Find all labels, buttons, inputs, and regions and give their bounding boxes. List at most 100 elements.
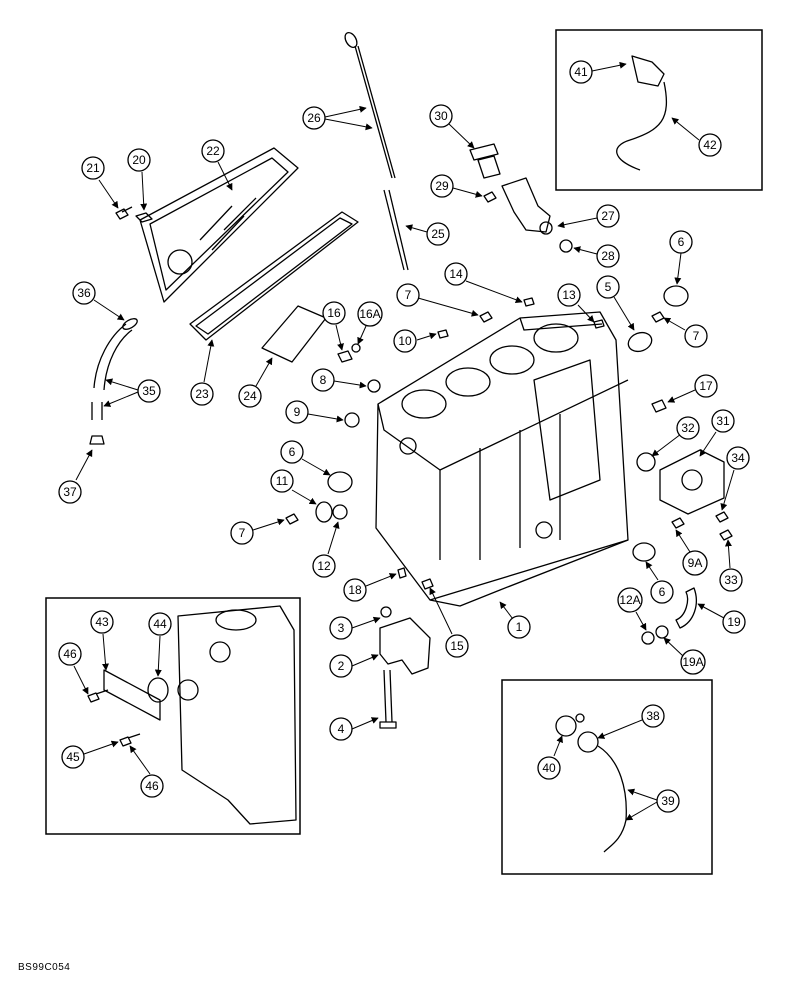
callout-14-label: 14 [449, 267, 463, 281]
o-ring-12-part [332, 504, 348, 520]
callout-17: 17 [667, 374, 718, 403]
bolt-34-part [715, 511, 729, 523]
filler-elbow-part [501, 177, 553, 235]
callout-38-label: 38 [646, 709, 660, 723]
callout-33: 33 [719, 539, 743, 592]
o-ring-40-part [555, 715, 577, 737]
callout-9a-label: 9A [688, 556, 703, 570]
callout-45-label: 45 [66, 750, 80, 764]
callout-33-label: 33 [724, 573, 738, 587]
callout-37: 37 [58, 449, 93, 504]
callout-43: 43 [90, 610, 114, 671]
callout-43-label: 43 [95, 615, 109, 629]
bearing-cap-part [379, 617, 431, 675]
inset-box-cover-43-46 [45, 597, 301, 835]
valve-cover-gasket-part [189, 211, 359, 341]
callout-28-label: 28 [601, 249, 615, 263]
callout-46-upper: 46 [58, 642, 89, 695]
callout-34-label: 34 [731, 451, 745, 465]
callout-6-left-label: 6 [289, 445, 296, 459]
callout-22: 22 [201, 139, 233, 191]
callout-6-bottom-label: 6 [659, 585, 666, 599]
callout-18: 18 [343, 573, 397, 602]
expansion-plug-6-top-part [663, 285, 689, 307]
plug-15-part [421, 578, 434, 590]
callout-12: 12 [312, 521, 340, 578]
callout-27: 27 [557, 204, 620, 229]
callout-31-label: 31 [716, 414, 730, 428]
plug-14-part [523, 297, 535, 307]
elbow-seal-part [559, 239, 573, 253]
breather-plate-part [261, 305, 327, 363]
callout-7-right-label: 7 [693, 329, 700, 343]
callout-16a-label: 16A [359, 307, 380, 321]
callout-44: 44 [148, 612, 172, 677]
callout-15: 15 [429, 587, 469, 658]
callout-46-lower: 46 [129, 745, 164, 798]
block-heater-41-part [616, 55, 668, 171]
oil-filler-part [469, 143, 501, 179]
callout-2-label: 2 [338, 659, 345, 673]
callout-30: 30 [429, 104, 475, 149]
callout-46-upper-label: 46 [63, 647, 77, 661]
callout-29: 29 [430, 174, 483, 198]
callout-1-label: 1 [516, 620, 523, 634]
callout-16-label: 16 [327, 306, 341, 320]
callout-40: 40 [537, 735, 563, 780]
inset-box-heater-38-40 [501, 679, 713, 875]
callout-27-label: 27 [601, 209, 615, 223]
plug-7-top-part [479, 311, 493, 323]
callout-8-label: 8 [320, 373, 327, 387]
callout-36: 36 [72, 281, 125, 321]
callout-16a: 16A [357, 301, 383, 345]
callout-18-label: 18 [348, 583, 362, 597]
callout-42-label: 42 [703, 138, 717, 152]
callout-12-label: 12 [317, 559, 331, 573]
callout-17-label: 17 [699, 379, 713, 393]
callout-11: 11 [270, 469, 317, 505]
dowel-18-part [397, 567, 407, 579]
valve-cover-part [139, 147, 299, 303]
callout-5-label: 5 [605, 280, 612, 294]
callout-41-label: 41 [574, 65, 588, 79]
callout-21: 21 [81, 156, 119, 209]
block-heater-38-part [575, 713, 627, 853]
callout-41: 41 [569, 60, 627, 84]
seal-19a-part [655, 625, 669, 639]
bolt-46-part [87, 689, 109, 703]
callout-35-label: 35 [142, 384, 156, 398]
callout-38: 38 [597, 704, 665, 739]
expansion-plug-6-left-part [327, 471, 353, 493]
nut-20-part [135, 212, 153, 223]
callout-19a-label: 19A [682, 655, 703, 669]
callout-29-label: 29 [435, 179, 449, 193]
callout-12a-label: 12A [619, 593, 640, 607]
callout-9-label: 9 [294, 405, 301, 419]
parts-drawing [87, 31, 733, 853]
o-ring-32-part [636, 452, 656, 472]
callout-4-label: 4 [338, 722, 345, 736]
bearing-bolt-part [379, 669, 397, 729]
callout-35: 35 [103, 378, 161, 407]
callout-36-label: 36 [77, 286, 91, 300]
callout-8: 8 [311, 368, 367, 392]
dowel-10-part [437, 329, 449, 339]
callout-11-label: 11 [276, 474, 289, 488]
callout-7-left-label: 7 [239, 526, 246, 540]
bolt-33-part [719, 529, 733, 541]
callout-21-label: 21 [86, 161, 100, 175]
bolt-45-part [119, 733, 141, 747]
dowel-3-part [380, 606, 392, 618]
callout-13-label: 13 [562, 288, 576, 302]
callout-39-label: 39 [661, 794, 675, 808]
plug-9-part [344, 412, 360, 428]
callout-14: 14 [444, 262, 523, 304]
callout-6-top: 6 [669, 230, 693, 285]
callout-34: 34 [720, 446, 750, 511]
callout-7-top-label: 7 [405, 288, 412, 302]
callout-10-label: 10 [398, 334, 412, 348]
callout-1: 1 [499, 601, 531, 639]
dowel-13-part [593, 319, 605, 329]
engine-block-part [375, 311, 629, 607]
